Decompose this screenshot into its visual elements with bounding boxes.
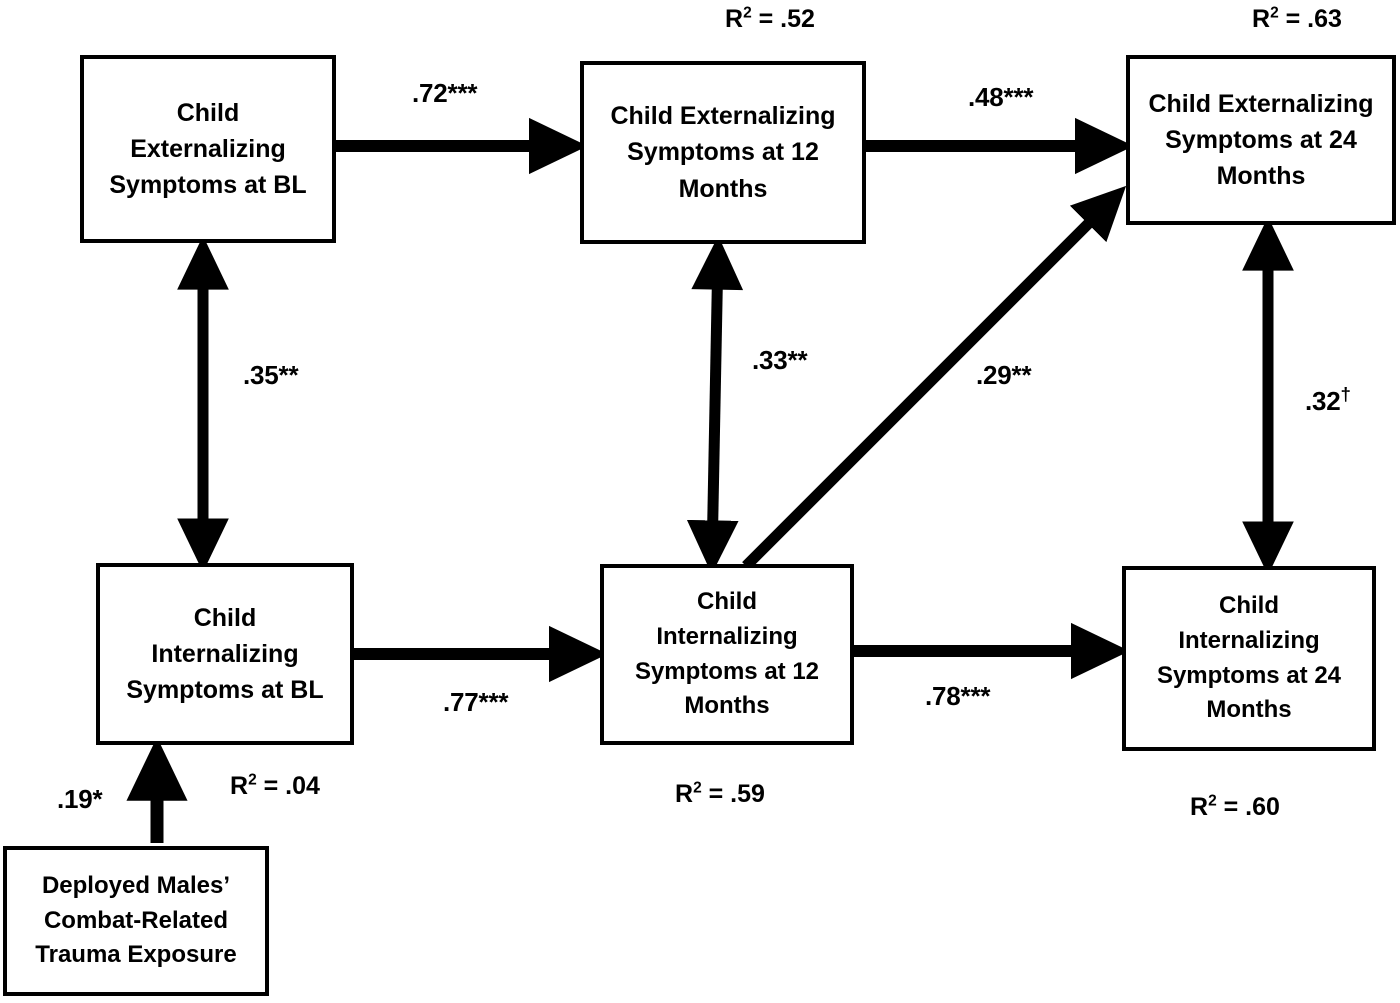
r-symbol: R <box>725 5 744 33</box>
r-value: = .52 <box>751 5 815 33</box>
node-label: Child Externalizing Symptoms at 12 Month… <box>610 102 836 203</box>
r-exponent: 2 <box>248 771 257 789</box>
coefficient-value: .72*** <box>412 78 478 108</box>
coefficient-value: .33** <box>752 345 808 375</box>
edge-label-ext-24-corr-int-24: .32† <box>1305 383 1351 417</box>
r-exponent: 2 <box>1270 4 1279 22</box>
node-child-externalizing-bl[interactable]: Child Externalizing Symptoms at BL <box>80 55 336 243</box>
edge-int-12-to-ext-24 <box>742 185 1127 570</box>
r-symbol: R <box>1252 5 1271 33</box>
r-value: = .63 <box>1278 5 1342 33</box>
r-squared-label-ext-12: R2 = .52 <box>725 5 815 34</box>
r-squared-label-int-24: R2 = .60 <box>1190 793 1280 822</box>
r-value: = .04 <box>256 772 320 800</box>
r-exponent: 2 <box>1208 792 1217 810</box>
r-squared-label-ext-24: R2 = .63 <box>1252 5 1342 34</box>
node-child-externalizing-12-months[interactable]: Child Externalizing Symptoms at 12 Month… <box>580 61 866 244</box>
r-squared-label-int-12: R2 = .59 <box>675 780 765 809</box>
edge-label-ext-12-corr-int-12: .33** <box>752 345 808 376</box>
node-label: Child Internalizing Symptoms at BL <box>126 603 324 705</box>
node-label: Child Externalizing Symptoms at BL <box>109 98 307 200</box>
r-squared-label-int-bl: R2 = .04 <box>230 772 320 801</box>
node-child-internalizing-bl[interactable]: Child Internalizing Symptoms at BL <box>96 563 354 745</box>
node-child-internalizing-12-months[interactable]: Child Internalizing Symptoms at 12 Month… <box>600 564 854 745</box>
node-label: Deployed Males’ Combat-Related Trauma Ex… <box>35 871 237 969</box>
r-value: = .59 <box>701 780 765 808</box>
node-label: Child Internalizing Symptoms at 12 Month… <box>634 587 820 720</box>
r-symbol: R <box>675 780 694 808</box>
r-exponent: 2 <box>743 4 752 22</box>
node-label: Child Internalizing Symptoms at 24 Month… <box>1156 591 1342 724</box>
node-label: Child Externalizing Symptoms at 24 Month… <box>1148 89 1374 191</box>
edge-label-ext-12-to-ext-24: .48*** <box>968 82 1034 113</box>
node-deployed-males-combat-trauma-exposure[interactable]: Deployed Males’ Combat-Related Trauma Ex… <box>3 846 269 996</box>
edge-label-trauma-to-int-bl: .19* <box>57 784 103 815</box>
edge-label-int-12-to-int-24: .78*** <box>925 681 991 712</box>
coefficient-value: .48*** <box>968 82 1034 112</box>
coefficient-value: .29** <box>976 360 1032 390</box>
r-exponent: 2 <box>693 779 702 797</box>
node-child-internalizing-24-months[interactable]: Child Internalizing Symptoms at 24 Month… <box>1122 566 1376 751</box>
coefficient-value: .32 <box>1305 386 1341 416</box>
coefficient-value: .77*** <box>443 687 509 717</box>
r-value: = .60 <box>1216 793 1280 821</box>
coefficient-value: .78*** <box>925 681 991 711</box>
node-child-externalizing-24-months[interactable]: Child Externalizing Symptoms at 24 Month… <box>1126 55 1396 225</box>
coefficient-value: .35** <box>243 360 299 390</box>
coefficient-value: .19* <box>57 784 103 814</box>
edge-label-int-12-to-ext-24: .29** <box>976 360 1032 391</box>
edge-label-ext-bl-corr-int-bl: .35** <box>243 360 299 391</box>
r-symbol: R <box>230 772 249 800</box>
dagger-symbol: † <box>1340 383 1351 405</box>
edge-ext-12-corr-int-12 <box>686 235 744 575</box>
r-symbol: R <box>1190 793 1209 821</box>
edge-label-ext-bl-to-ext-12: .72*** <box>412 78 478 109</box>
edge-label-int-bl-to-int-12: .77*** <box>443 687 509 718</box>
